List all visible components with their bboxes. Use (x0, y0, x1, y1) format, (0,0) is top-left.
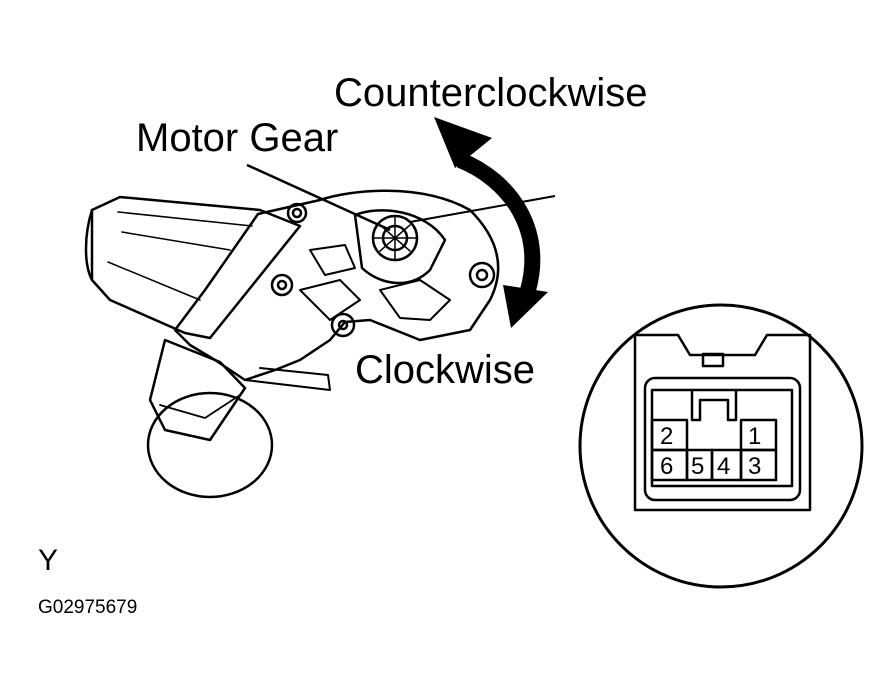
connector-view-circle (578, 303, 864, 589)
view-letter-label: Y (38, 544, 59, 577)
counterclockwise-arrowhead (434, 117, 492, 168)
mount-hole (475, 268, 489, 282)
rotation-arrow-arc (456, 152, 541, 293)
lower-housing (148, 338, 247, 442)
mount-boss (330, 312, 356, 338)
motor-assembly (84, 189, 500, 499)
motor-end-cap (84, 208, 94, 282)
motor-body-lines (107, 211, 253, 301)
pin-label-4: 4 (717, 453, 730, 480)
motor-gear-leader-line (246, 163, 391, 232)
mount-boss (286, 202, 308, 224)
connector-shell (633, 333, 812, 512)
mount-hole (337, 319, 349, 331)
gear-cover (353, 209, 447, 285)
pin-cell-3 (739, 448, 778, 482)
motor-gear-label: Motor Gear (136, 116, 339, 160)
drum (146, 391, 274, 499)
pin-label-2: 2 (660, 423, 673, 450)
pin-label-3: 3 (748, 453, 761, 480)
mount-hole (276, 279, 288, 291)
gear-housing (173, 189, 500, 382)
pin-label-6: 6 (660, 453, 673, 480)
drum-lines (159, 394, 241, 419)
connector-leader-line (409, 195, 556, 223)
connector-key (690, 390, 738, 422)
clockwise-label: Clockwise (355, 348, 536, 392)
clockwise-arrowhead (503, 285, 548, 328)
pin-label-5: 5 (691, 453, 704, 480)
motor-gear-teeth (372, 215, 418, 261)
connector (633, 333, 812, 512)
pin-label-1: 1 (748, 423, 761, 450)
housing-ribs (299, 244, 451, 321)
connector-latch (701, 352, 725, 368)
motor-body (90, 195, 302, 340)
counterclockwise-label: Counterclockwise (334, 71, 648, 115)
mount-boss (270, 273, 294, 297)
mount-boss (468, 261, 496, 289)
mount-hole (291, 207, 303, 219)
figure-code: G02975679 (38, 597, 138, 618)
housing-tab (244, 367, 331, 391)
connector-face (643, 376, 802, 502)
